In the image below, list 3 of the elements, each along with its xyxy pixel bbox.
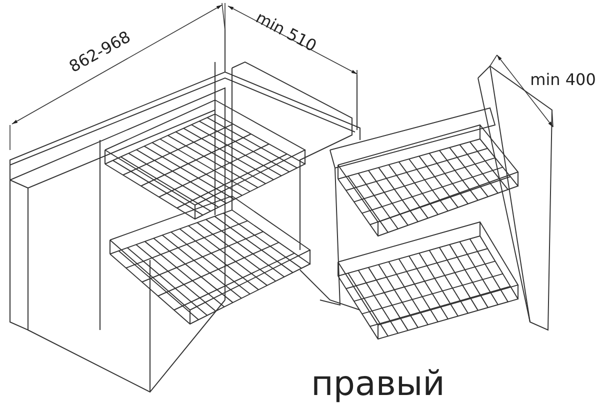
dimension-label: min 400 xyxy=(530,72,596,88)
variant-label: правый xyxy=(311,367,445,401)
dimension-label: min 510 xyxy=(253,10,319,54)
